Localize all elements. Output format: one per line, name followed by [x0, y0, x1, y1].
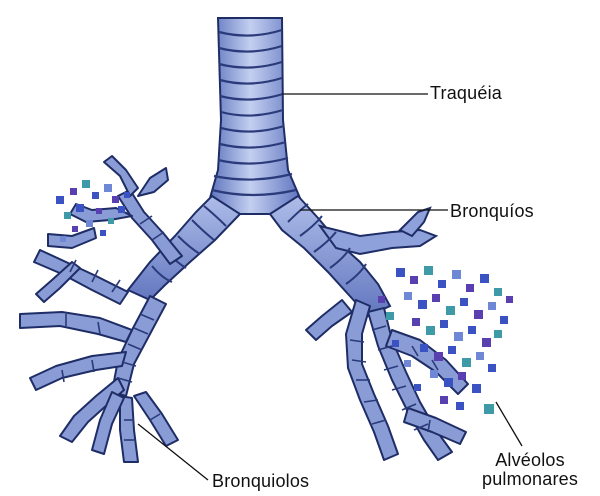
- label-bronquios: Bronquíos: [450, 202, 534, 222]
- label-alveolos-line1: Alvéolos: [482, 451, 578, 470]
- label-alveolos-line2: pulmonares: [482, 470, 578, 489]
- label-bronquiolos: Bronquiolos: [212, 472, 309, 492]
- trachea: [210, 18, 300, 214]
- label-alveolos-pulmonares: Alvéolos pulmonares: [482, 451, 578, 489]
- label-traqueia: Traquéia: [430, 84, 502, 104]
- leader-lines: [138, 94, 522, 480]
- alveolos-leader-line: [496, 402, 522, 446]
